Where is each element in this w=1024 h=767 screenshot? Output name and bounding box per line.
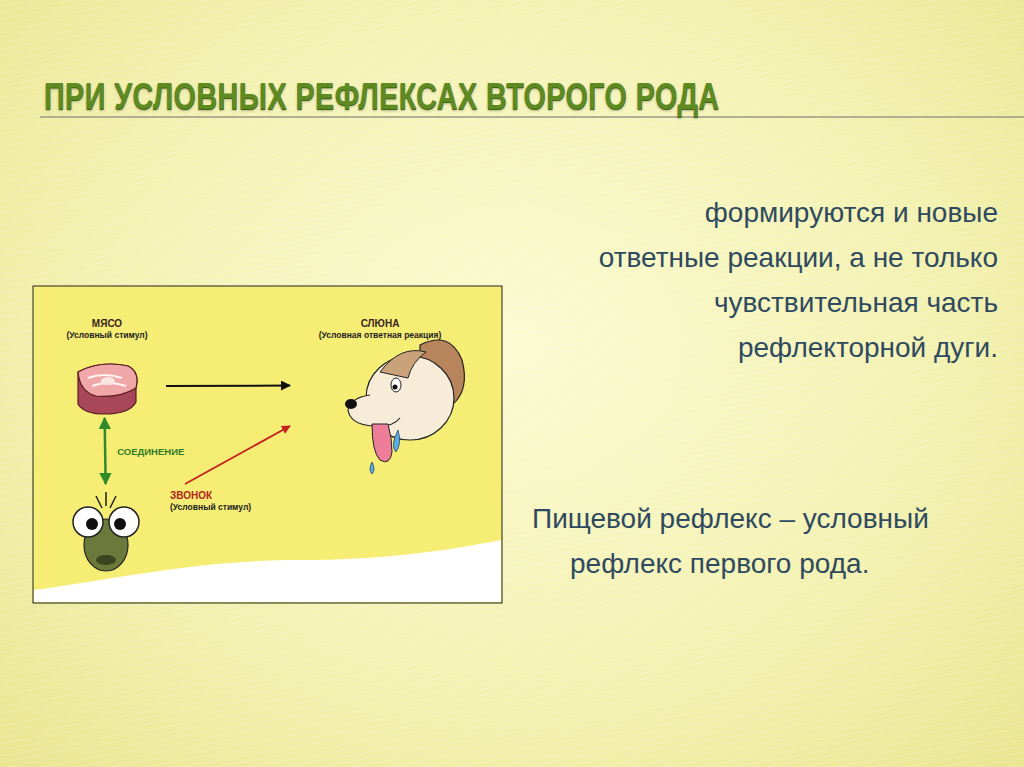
arrow-connector: [166, 385, 290, 388]
stimulus-box: МЯСО(Условный стимул): [48, 318, 166, 418]
stimulus-box: ЗВОНОК(Условный стимул): [70, 484, 300, 568]
bell-picture: [73, 492, 139, 571]
node-caption: (Условная ответная реакция): [290, 330, 470, 340]
dog-picture: [345, 340, 464, 474]
response-box: СЛЮНА(Условная ответная реакция): [290, 318, 470, 468]
connector-label: СОЕДИНЕНИЕ: [115, 446, 186, 457]
node-heading: СЛЮНА: [290, 318, 470, 329]
node-caption: (Условный стимул): [48, 330, 166, 340]
node-heading: МЯСО: [48, 318, 166, 329]
node-heading: ЗВОНОК: [170, 490, 300, 501]
slide-title: ПРИ УСЛОВНЫХ РЕФЛЕКСАХ ВТОРОГО РОДА: [44, 76, 720, 118]
meat-picture: [78, 364, 137, 414]
panel-ground: [33, 286, 502, 603]
body-text: Пищевой рефлекс – условный рефлекс перво…: [532, 496, 970, 586]
double-arrow-connector: [105, 418, 106, 484]
node-caption: (Условный стимул): [170, 502, 300, 512]
body-text: формируются и новые ответные реакции, а …: [585, 190, 998, 370]
arrow-connector: [185, 426, 290, 484]
